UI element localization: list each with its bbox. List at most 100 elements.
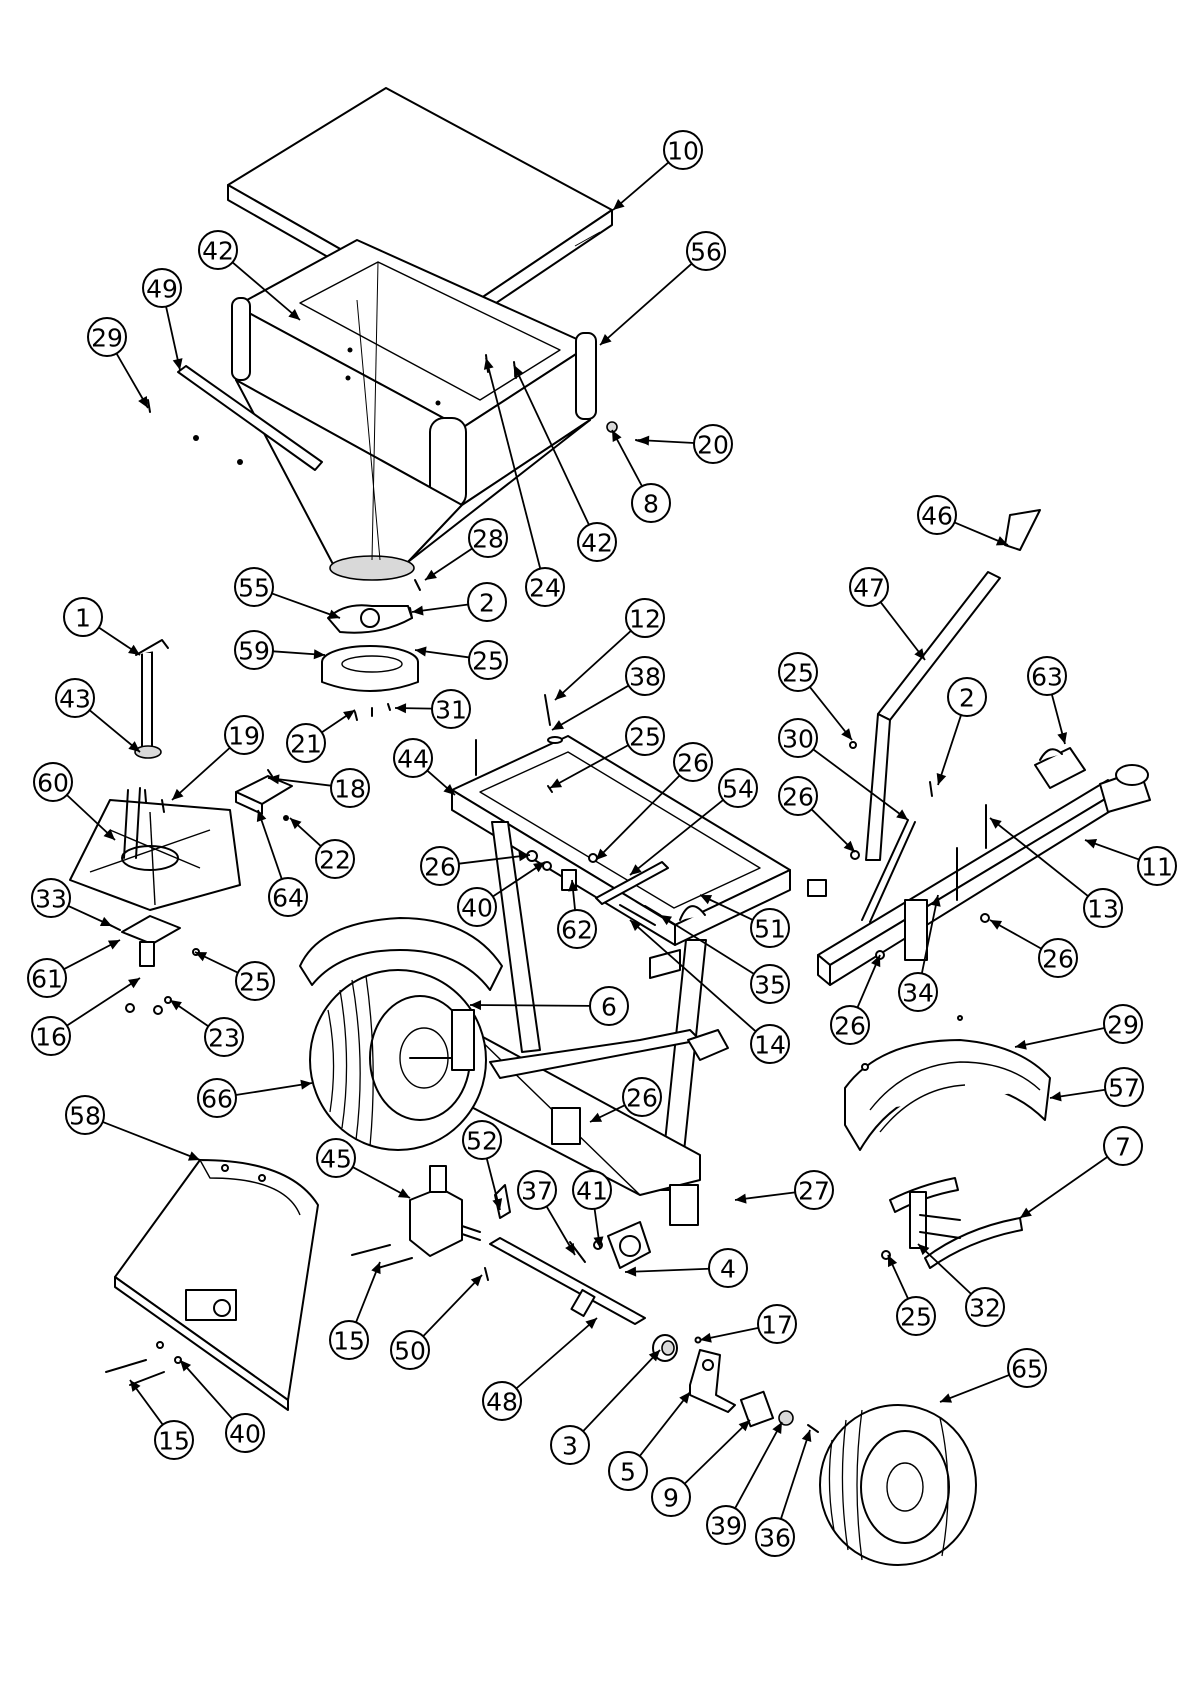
callout-number: 11: [1141, 853, 1173, 882]
leader-arrowhead: [343, 710, 355, 720]
callout-26: 26: [779, 777, 855, 852]
callout-7: 7: [1020, 1127, 1142, 1218]
callout-57: 57: [1050, 1068, 1143, 1106]
callout-number: 12: [629, 605, 661, 634]
callout-number: 43: [59, 685, 91, 714]
leader-arrowhead: [896, 809, 908, 820]
callout-number: 9: [663, 1484, 679, 1513]
leader-arrowhead: [1085, 839, 1097, 848]
leader-line: [516, 1318, 597, 1388]
leader-arrowhead: [679, 1392, 690, 1404]
callout-number: 16: [35, 1023, 67, 1052]
callout-number: 40: [461, 894, 493, 923]
callout-11: 11: [1085, 839, 1176, 885]
spinner-mount: [108, 916, 199, 1014]
callout-66: 66: [198, 1079, 312, 1117]
callout-number: 24: [529, 574, 561, 603]
leader-arrowhead: [625, 1267, 636, 1277]
axle-hardware: [653, 1335, 818, 1432]
leader-line: [583, 1350, 660, 1431]
callout-number: 1: [75, 604, 91, 633]
callout-number: 39: [710, 1512, 742, 1541]
callout-number: 60: [37, 769, 69, 798]
callout-number: 26: [1042, 945, 1074, 974]
leader-arrowhead: [914, 648, 925, 660]
gearbox: [352, 1166, 510, 1268]
callout-26: 26: [990, 920, 1077, 977]
right-fender: [845, 1016, 1050, 1150]
callout-52: 52: [463, 1121, 502, 1210]
leader-arrowhead: [470, 1000, 481, 1010]
callout-number: 15: [158, 1427, 190, 1456]
leader-arrowhead: [1015, 1040, 1027, 1050]
callout-number: 35: [754, 971, 786, 1000]
leader-arrowhead: [395, 703, 406, 713]
callout-number: 2: [479, 589, 495, 618]
callout-number: 25: [239, 968, 271, 997]
leader-arrowhead: [412, 606, 424, 616]
leader-line: [67, 978, 140, 1026]
callout-6: 6: [470, 987, 628, 1025]
callout-29: 29: [88, 318, 148, 408]
leader-line: [236, 1083, 312, 1095]
leader-line: [938, 715, 961, 785]
callout-number: 15: [333, 1327, 365, 1356]
leader-line: [172, 748, 230, 800]
leader-arrowhead: [735, 1194, 747, 1204]
leader-arrowhead: [700, 1333, 712, 1343]
callout-number: 14: [754, 1031, 786, 1060]
callout-number: 26: [677, 749, 709, 778]
callout-number: 33: [35, 885, 67, 914]
callout-number: 34: [902, 979, 934, 1008]
callout-number: 30: [782, 725, 814, 754]
callout-number: 19: [228, 722, 260, 751]
callout-10: 10: [613, 131, 702, 210]
leader-line: [555, 631, 631, 700]
callout-number: 18: [334, 775, 366, 804]
leader-arrowhead: [841, 728, 852, 740]
callout-number: 26: [626, 1084, 658, 1113]
leader-line: [1020, 1157, 1107, 1218]
leader-arrowhead: [1050, 1091, 1062, 1101]
callout-number: 58: [69, 1102, 101, 1131]
callout-number: 36: [759, 1524, 791, 1553]
callout-number: 59: [238, 637, 270, 666]
callout-22: 22: [290, 818, 354, 878]
leader-arrowhead: [173, 358, 183, 370]
leader-arrowhead: [802, 1430, 812, 1442]
leader-line: [940, 1375, 1009, 1402]
callout-number: 42: [581, 529, 613, 558]
callout-number: 45: [320, 1145, 352, 1174]
callout-59: 59: [235, 631, 325, 669]
chute-bolts: [106, 1342, 181, 1385]
leader-arrowhead: [425, 570, 437, 580]
callout-number: 42: [202, 237, 234, 266]
callout-number: 54: [722, 775, 754, 804]
leader-arrowhead: [937, 773, 946, 785]
callout-number: 48: [486, 1388, 518, 1417]
callout-number: 25: [900, 1303, 932, 1332]
callout-60: 60: [34, 763, 115, 840]
leader-arrowhead: [1020, 1208, 1032, 1218]
callout-23: 23: [170, 1000, 243, 1056]
leader-line: [781, 1430, 810, 1519]
leader-line: [625, 1269, 709, 1272]
leader-arrowhead: [128, 978, 140, 988]
callout-17: 17: [700, 1305, 796, 1343]
callout-15: 15: [330, 1262, 381, 1359]
callout-number: 27: [798, 1177, 830, 1206]
left-wheel: [300, 918, 502, 1150]
callout-5: 5: [609, 1392, 690, 1490]
callout-number: 46: [921, 502, 953, 531]
callout-1: 1: [64, 598, 140, 655]
callout-25: 25: [415, 641, 507, 679]
callout-56: 56: [600, 232, 725, 345]
callout-number: 31: [435, 696, 467, 725]
callout-number: 3: [562, 1432, 578, 1461]
callout-25: 25: [888, 1255, 935, 1335]
callout-number: 65: [1011, 1355, 1043, 1384]
callout-number: 47: [853, 574, 885, 603]
leader-line: [103, 1122, 200, 1160]
callout-number: 37: [521, 1177, 553, 1206]
callout-36: 36: [756, 1430, 811, 1556]
